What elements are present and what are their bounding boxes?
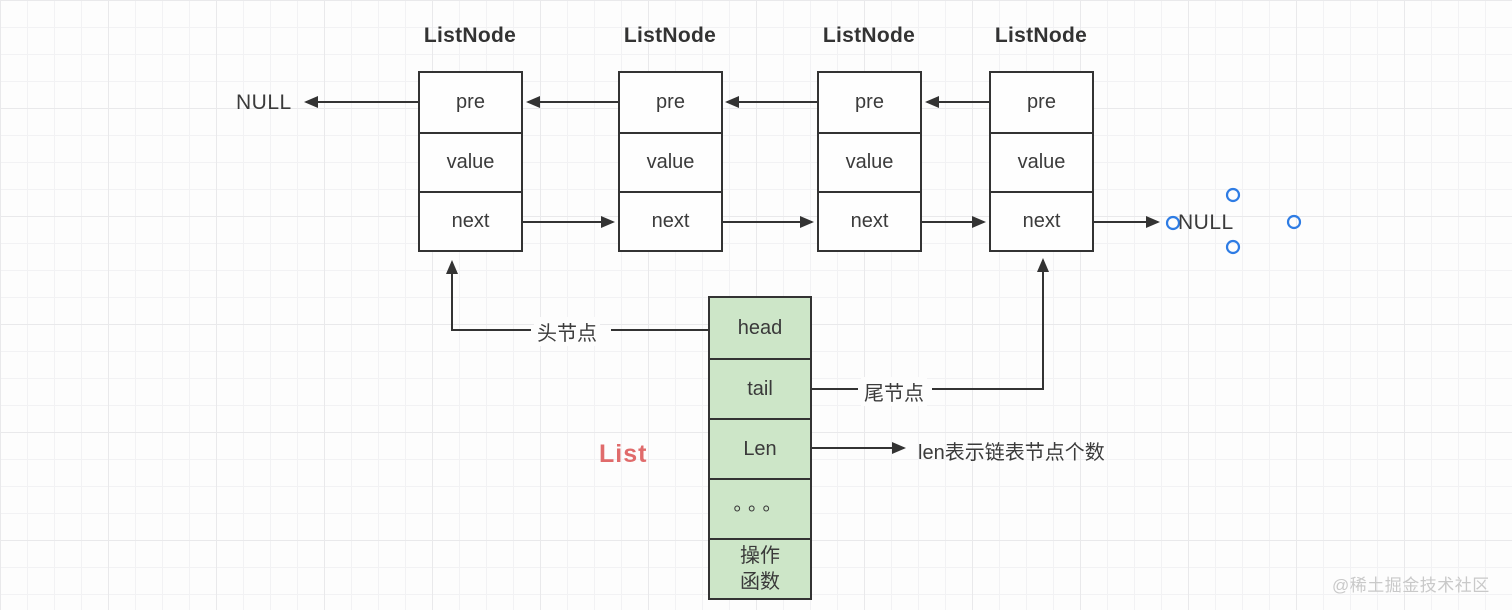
watermark: @稀土掘金技术社区 <box>1332 576 1490 595</box>
node4-cell-value: value <box>991 132 1092 191</box>
len-annotation: len表示链表节点个数 <box>918 442 1105 464</box>
tail-annotation: 尾节点 <box>861 377 927 406</box>
connection-handle-right <box>1286 214 1302 230</box>
list-struct-box: head tail Len 。。。 操作 函数 <box>708 296 812 600</box>
node1-cell-pre: pre <box>456 91 485 113</box>
listnode-title-2: ListNode <box>623 24 717 47</box>
node3-cell-pre: pre <box>855 91 884 113</box>
list-cell-len: Len <box>710 418 810 478</box>
node1-cell-value: value <box>420 132 521 191</box>
list-cell-head: head <box>737 316 783 339</box>
listnode-title-1: ListNode <box>423 24 517 47</box>
list-cell-ellipsis: 。。。 <box>710 478 810 538</box>
listnode-box-4: pre value next <box>989 71 1094 252</box>
head-connector-arrow <box>446 260 531 331</box>
node2-cell-pre: pre <box>656 91 685 113</box>
operations-line-2: 函数 <box>740 571 780 593</box>
connection-handle-top <box>1225 187 1241 203</box>
head-annotation: 头节点 <box>534 317 600 346</box>
ellipsis-text: 。。。 <box>733 493 787 515</box>
node2-cell-next: next <box>620 191 721 250</box>
node2-cell-value: value <box>620 132 721 191</box>
listnode-box-1: pre value next <box>418 71 523 252</box>
operations-line-1: 操作 <box>740 545 780 567</box>
node4-cell-next: next <box>991 191 1092 250</box>
null-right-label: NULL <box>1178 211 1234 234</box>
listnode-box-2: pre value next <box>618 71 723 252</box>
node1-cell-next: next <box>420 191 521 250</box>
node4-cell-pre: pre <box>1027 91 1056 113</box>
null-left-label: NULL <box>236 91 292 114</box>
list-cell-tail: tail <box>710 358 810 418</box>
list-struct-label: List <box>599 440 648 468</box>
node3-cell-value: value <box>819 132 920 191</box>
connection-handle-bottom <box>1225 239 1241 255</box>
list-cell-operations: 操作 函数 <box>710 538 810 598</box>
tail-connector-arrow <box>932 258 1049 390</box>
node3-cell-next: next <box>819 191 920 250</box>
listnode-title-4: ListNode <box>994 24 1088 47</box>
listnode-title-3: ListNode <box>822 24 916 47</box>
listnode-box-3: pre value next <box>817 71 922 252</box>
